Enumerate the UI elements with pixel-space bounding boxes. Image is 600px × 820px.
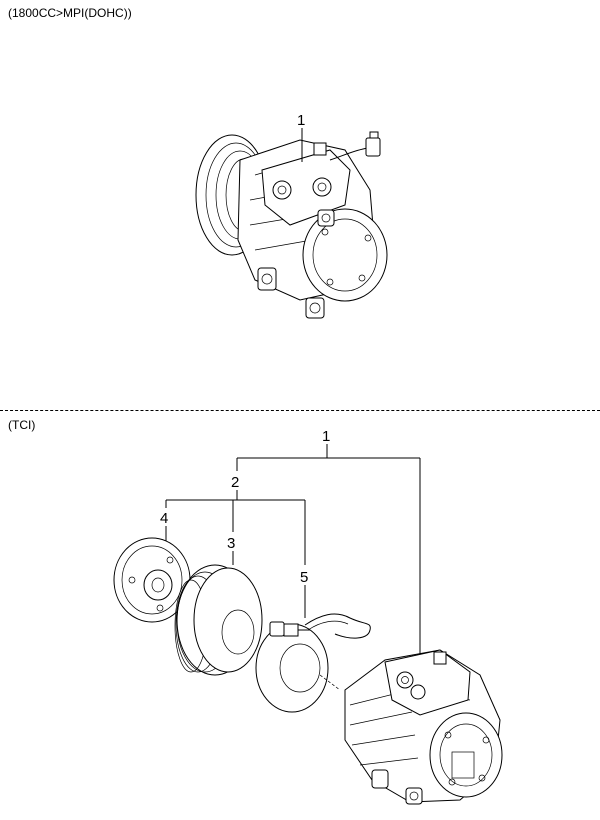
compressor-body	[344, 649, 503, 805]
callout-1-top: 1	[297, 112, 305, 129]
compressor-assembly-top	[195, 128, 388, 319]
callout-4: 4	[160, 510, 168, 527]
section-label-top: (1800CC>MPI(DOHC))	[8, 6, 132, 20]
section-divider	[0, 410, 600, 411]
callout-leaders	[165, 444, 421, 655]
pulley	[174, 564, 263, 676]
field-coil	[255, 613, 371, 713]
callout-5: 5	[300, 569, 308, 586]
callout-3: 3	[227, 535, 235, 552]
callout-1: 1	[322, 428, 330, 445]
pressure-plate	[113, 537, 191, 623]
callout-2: 2	[231, 474, 239, 491]
section-label-bottom: (TCI)	[8, 418, 36, 432]
